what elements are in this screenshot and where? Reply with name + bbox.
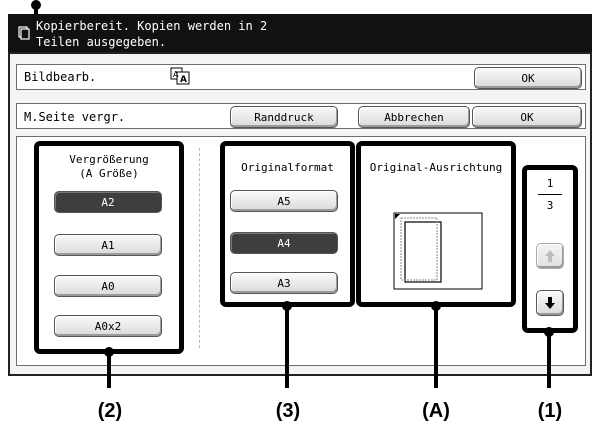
page-separator bbox=[538, 194, 562, 195]
svg-text:A: A bbox=[180, 75, 187, 85]
page-current: 1 bbox=[546, 177, 554, 190]
orientation-preview-icon bbox=[393, 212, 483, 290]
orientation-title: Original-Ausrichtung bbox=[369, 161, 503, 174]
callout-pin-head-1 bbox=[544, 327, 554, 337]
callout-pin-head-a bbox=[431, 301, 441, 311]
randdruck-button[interactable]: Randdruck bbox=[230, 106, 338, 128]
enlargement-option-a2[interactable]: A2 bbox=[54, 191, 162, 213]
enlargement-option-a1[interactable]: A1 bbox=[54, 234, 162, 256]
mseite-label: M.Seite vergr. bbox=[24, 110, 126, 124]
status-message: Kopierbereit. Kopien werden in 2 Teilen … bbox=[36, 19, 268, 49]
callout-label-2: (2) bbox=[97, 400, 123, 422]
callout-pin-a bbox=[434, 307, 438, 388]
original-format-option-a3[interactable]: A3 bbox=[230, 272, 338, 294]
callout-label-1: (1) bbox=[537, 400, 563, 422]
section-divider bbox=[199, 148, 200, 348]
original-format-title: Originalformat bbox=[241, 161, 334, 174]
callout-pin-head-2 bbox=[104, 347, 114, 357]
arrow-down-icon bbox=[545, 297, 555, 309]
status-bar: Kopierbereit. Kopien werden in 2 Teilen … bbox=[8, 14, 592, 52]
enlargement-option-a0[interactable]: A0 bbox=[54, 275, 162, 297]
bildbearb-ok-button[interactable]: OK bbox=[474, 67, 582, 89]
abbrechen-button[interactable]: Abbrechen bbox=[358, 106, 470, 128]
scroll-down-button[interactable] bbox=[536, 290, 564, 316]
callout-pin-head-3 bbox=[282, 301, 292, 311]
arrow-up-icon bbox=[545, 250, 555, 262]
enlargement-title: Vergrößerung (A Größe) bbox=[69, 153, 149, 180]
callout-pin-3 bbox=[285, 307, 289, 388]
enlargement-option-a0x2[interactable]: A0x2 bbox=[54, 315, 162, 337]
original-format-option-a4[interactable]: A4 bbox=[230, 232, 338, 254]
scroll-up-button[interactable] bbox=[536, 243, 564, 269]
page-total: 3 bbox=[546, 199, 554, 212]
svg-text:A: A bbox=[173, 70, 179, 79]
callout-pin-top bbox=[34, 4, 38, 16]
callout-label-a: (A) bbox=[422, 400, 450, 422]
callout-pin-1 bbox=[547, 333, 551, 388]
copier-icon bbox=[18, 26, 30, 40]
mseite-ok-button[interactable]: OK bbox=[472, 106, 582, 128]
callout-pin-2 bbox=[107, 354, 111, 388]
callout-label-3: (3) bbox=[275, 400, 301, 422]
original-format-option-a5[interactable]: A5 bbox=[230, 190, 338, 212]
image-edit-icon: A A bbox=[170, 67, 190, 85]
bildbearb-label: Bildbearb. bbox=[24, 70, 97, 84]
